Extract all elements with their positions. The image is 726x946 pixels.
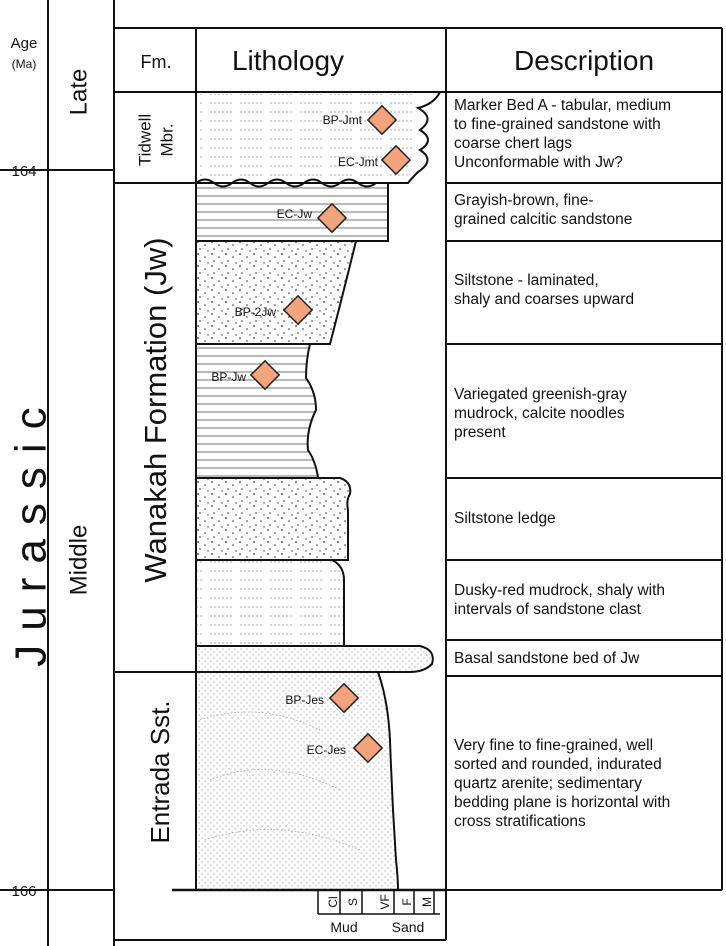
description-line: shaly and coarses upward — [454, 291, 635, 308]
grain-tick-f: F — [400, 898, 414, 905]
age-unit: (Ma) — [12, 57, 37, 71]
grain-tick-vf: VF — [378, 894, 392, 909]
sample-bp-jw: BP-Jw — [211, 359, 281, 391]
grain-tick-cl: Cl — [326, 896, 340, 907]
description-calcitic-sandstone: Grayish-brown, fine- grained calcitic sa… — [454, 191, 720, 229]
age-label-166: 166 — [11, 883, 36, 900]
description-line: cross stratifications — [454, 813, 586, 830]
bed-basal-sandstone — [195, 645, 434, 673]
description-line: mudrock, calcite noodles — [454, 405, 625, 422]
header-formation: Fm. — [141, 52, 172, 72]
description-siltstone-ledge: Siltstone ledge — [454, 509, 720, 528]
description-line: sorted and rounded, indurated — [454, 756, 662, 773]
sample-label: EC-Jes — [307, 743, 346, 757]
header-lithology: Lithology — [232, 45, 344, 76]
sample-ec-jes: EC-Jes — [307, 732, 384, 764]
description-dusky-red-mudrock: Dusky-red mudrock, shaly with intervals … — [454, 581, 720, 619]
bed-entrada-arenite — [195, 671, 400, 891]
formation-entrada: Entrada Sst. — [145, 700, 175, 843]
description-line: Unconformable with Jw? — [454, 154, 623, 171]
sample-label: BP-Jmt — [323, 113, 363, 127]
epoch-middle: Middle — [65, 525, 92, 596]
grain-group-sand: Sand — [392, 919, 425, 935]
sample-ec-jw: EC-Jw — [277, 202, 348, 234]
sample-label: BP-2Jw — [235, 305, 277, 319]
description-line: intervals of sandstone clast — [454, 601, 641, 618]
bed-dusky-red-mudrock — [195, 559, 345, 647]
sample-label: BP-Jw — [211, 370, 246, 384]
header-description: Description — [514, 45, 654, 76]
bed-variegated-mudrock — [195, 343, 320, 479]
grain-group-mud: Mud — [330, 919, 357, 935]
description-laminated-siltstone: Siltstone - laminated, shaly and coarses… — [454, 271, 720, 309]
description-line: present — [454, 424, 506, 441]
description-line: Siltstone - laminated, — [454, 272, 599, 289]
description-variegated-mudrock: Variegated greenish-gray mudrock, calcit… — [454, 385, 720, 442]
period-label: Jurassic — [7, 393, 56, 666]
bed-siltstone-ledge — [195, 477, 352, 561]
bed-calcitic-sandstone — [195, 178, 389, 242]
grain-size-scale: Cl S VF F M Mud Sand — [317, 890, 440, 935]
description-line: grained calcitic sandstone — [454, 211, 633, 228]
bed-laminated-siltstone — [195, 240, 358, 345]
sample-bp-jes: BP-Jes — [285, 682, 360, 714]
description-line: Very fine to fine-grained, well — [454, 737, 654, 754]
description-line: bedding plane is horizontal with — [454, 794, 671, 811]
description-entrada-arenite: Very fine to fine-grained, well sorted a… — [454, 736, 720, 831]
grain-tick-m: M — [420, 897, 434, 907]
age-label-164: 164 — [11, 163, 36, 180]
description-line: coarse chert lags — [454, 135, 573, 152]
description-line: Grayish-brown, fine- — [454, 192, 594, 209]
sample-bp-2jw: BP-2Jw — [235, 294, 314, 326]
formation-tidwell-line1: Tidwell — [135, 114, 154, 166]
description-line: Dusky-red mudrock, shaly with — [454, 582, 666, 599]
description-row-dividers — [446, 182, 722, 891]
description-basal-sandstone: Basal sandstone bed of Jw — [454, 649, 720, 668]
epoch-late: Late — [65, 69, 92, 116]
formation-wanakah: Wanakah Formation (Jw) — [138, 237, 173, 582]
description-line: Siltstone ledge — [454, 510, 556, 527]
description-tidwell: Marker Bed A - tabular, medium to fine-g… — [454, 96, 720, 172]
sample-ec-jmt: EC-Jmt — [338, 144, 412, 176]
bed-tidwell — [195, 91, 442, 184]
description-line: Basal sandstone bed of Jw — [454, 650, 640, 667]
sample-label: BP-Jes — [285, 693, 324, 707]
sample-label: EC-Jw — [277, 207, 313, 221]
formation-tidwell-line2: Mbr. — [157, 123, 176, 156]
grain-tick-s: S — [346, 898, 360, 906]
description-line: Variegated greenish-gray — [454, 386, 627, 403]
description-line: quartz arenite; sedimentary — [454, 775, 642, 792]
sample-bp-jmt: BP-Jmt — [323, 104, 398, 136]
sample-label: EC-Jmt — [338, 155, 379, 169]
age-title: Age — [11, 35, 38, 52]
description-line: Marker Bed A - tabular, medium — [454, 97, 672, 114]
description-line: to fine-grained sandstone with — [454, 116, 661, 133]
